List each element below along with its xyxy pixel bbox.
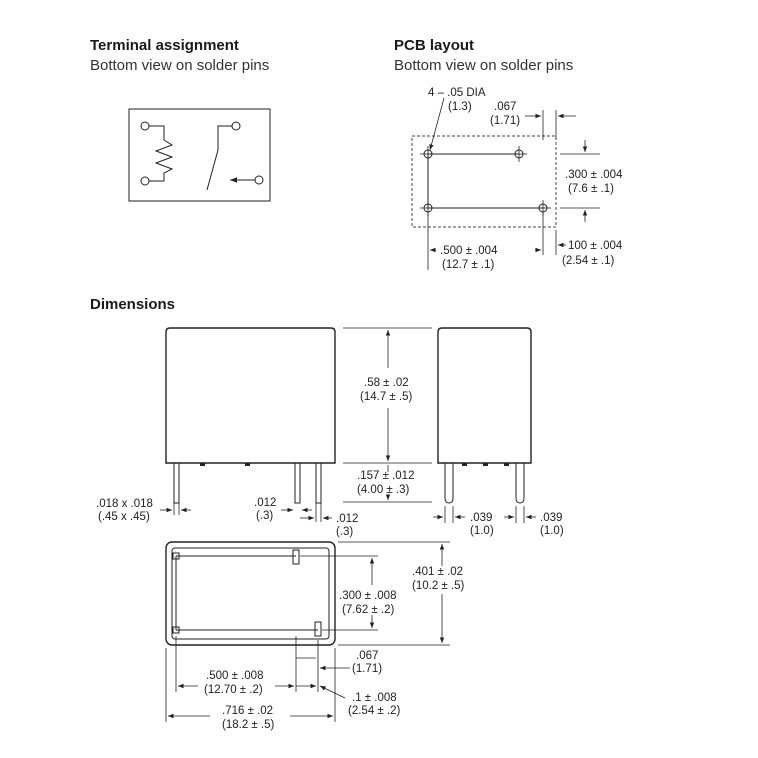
bottom-view [165, 541, 450, 722]
pcb-offset-067-mm-label: (1.71) [490, 115, 520, 127]
gap-012a-mm-label: (.3) [256, 510, 273, 522]
pin-front-2 [294, 462, 301, 504]
pcb-hole-dia-label: 4 – .05 DIA [428, 87, 486, 99]
side-039b-mm-label: (1.0) [540, 525, 564, 537]
height-label: .58 ± .02 [364, 377, 409, 389]
pin-bottom-3 [292, 549, 300, 565]
pin-side-2 [515, 463, 525, 504]
pcb-offset-067-label: .067 [494, 101, 516, 113]
pitch-500-label: .500 ± .008 [206, 670, 263, 682]
bottom-offset-067-mm-label: (1.71) [352, 663, 382, 675]
relay-body-side [437, 327, 532, 464]
pin-side-1 [444, 463, 454, 504]
coil-icon [149, 139, 174, 182]
terminal-assignment-subtitle: Bottom view on solder pins [90, 57, 270, 74]
schematic-frame [128, 108, 271, 202]
side-039b-label: .039 [540, 512, 562, 524]
pin-length-mm-label: (4.00 ± .3) [357, 484, 410, 496]
contact-lead [217, 125, 232, 150]
contact-terminal-right [254, 175, 264, 185]
depth-label: .401 ± .02 [412, 566, 463, 578]
pcb-spacing-100-label: 100 ± .004 [568, 240, 623, 252]
coil-lead-top [149, 125, 165, 140]
length-label: .716 ± .02 [222, 705, 273, 717]
pcb-spacing-500-mm-label: (12.7 ± .1) [442, 259, 495, 271]
pcb-layout-subtitle: Bottom view on solder pins [394, 57, 574, 74]
pin-row-label: .300 ± .008 [339, 590, 396, 602]
gap-012b-mm-label: (.3) [336, 526, 353, 538]
side-039a-mm-label: (1.0) [470, 525, 494, 537]
pitch-1-label: .1 ± .008 [352, 692, 397, 704]
side-039a-label: .039 [470, 512, 492, 524]
pitch-500-mm-label: (12.70 ± .2) [204, 684, 263, 696]
terminal-schematic [128, 108, 271, 202]
pcb-spacing-300-mm-label: (7.6 ± .1) [568, 183, 614, 195]
pcb-spacing-100-mm-label: (2.54 ± .1) [562, 255, 615, 267]
relay-body-bottom [165, 541, 336, 646]
coil-terminal-bottom [140, 176, 150, 186]
length-mm-label: (18.2 ± .5) [222, 719, 275, 731]
coil-terminal-top [140, 121, 150, 131]
pcb-hole-dia-mm-label: (1.3) [448, 101, 472, 113]
pin-front-1 [173, 462, 180, 504]
depth-mm-label: (10.2 ± .5) [412, 580, 465, 592]
pin-bottom-2 [172, 626, 180, 634]
pin-bottom-1 [172, 552, 180, 560]
pcb-spacing-300-label: .300 ± .004 [565, 169, 623, 181]
pin-front-3 [315, 462, 322, 504]
front-view [160, 327, 336, 522]
bottom-offset-067-label: .067 [356, 650, 378, 662]
pin-row-mm-label: (7.62 ± .2) [342, 604, 395, 616]
pin-size-label: .018 x .018 [96, 498, 153, 510]
pcb-layout-drawing [411, 97, 600, 270]
side-view [433, 327, 536, 523]
terminal-assignment-title: Terminal assignment [90, 37, 239, 54]
height-dimension [343, 327, 432, 503]
pcb-layout-title: PCB layout [394, 37, 475, 54]
pin-length-label: .157 ± .012 [357, 470, 414, 482]
gap-012a-label: .012 [254, 497, 276, 509]
pin-size-mm-label: (.45 x .45) [98, 511, 150, 523]
relay-body-front [165, 327, 336, 464]
pitch-1-mm-label: (2.54 ± .2) [348, 705, 401, 717]
dimensions-title: Dimensions [90, 296, 176, 313]
pin-bottom-4 [314, 621, 322, 637]
height-mm-label: (14.7 ± .5) [360, 391, 413, 403]
pcb-outline [411, 135, 557, 228]
switch-arm [206, 149, 219, 191]
gap-012b-label: .012 [336, 513, 358, 525]
contact-terminal-top [231, 121, 241, 131]
pcb-spacing-500-label: .500 ± .004 [440, 245, 498, 257]
